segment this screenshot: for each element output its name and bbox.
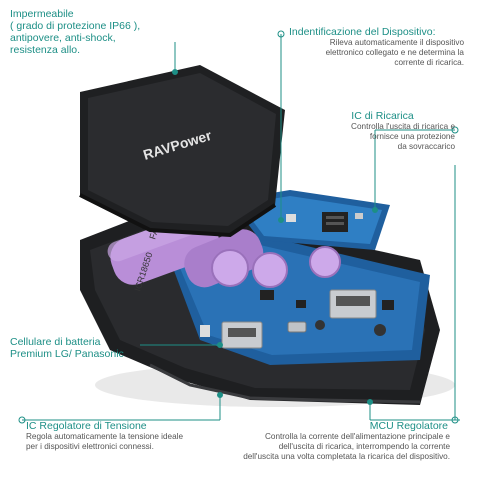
charge-ic-desc-3: da sovraccarico <box>397 142 455 151</box>
battery-annotation: Cellulare di batteria Premium LG/ Panaso… <box>10 336 124 360</box>
device-id-desc-1: Rileva automaticamente il dispositivo <box>329 38 464 47</box>
charge-ic-title: IC di Ricarica <box>351 110 414 122</box>
charge-ic-desc: Controlla l'uscita di ricarica e fornisc… <box>310 122 455 152</box>
waterproof-line1: Impermeabile <box>10 8 74 20</box>
voltage-ic-desc: Regola automaticamente la tensione ideal… <box>26 432 246 452</box>
mcu-annotation: MCU Regolatore Controlla la corrente del… <box>230 420 450 462</box>
voltage-ic-desc-2: per i dispositivi elettronici connessi. <box>26 442 154 451</box>
voltage-ic-title: IC Regolatore di Tensione <box>26 420 147 432</box>
mcu-title: MCU Regolatore <box>369 420 448 432</box>
waterproof-annotation: Impermeabile ( grado di protezione IP66 … <box>10 8 140 56</box>
device-id-title: Indentificazione del Dispositivo: <box>289 26 436 38</box>
charge-ic-desc-2: fornisce una protezione <box>369 132 455 141</box>
waterproof-line3: antipovere, anti-shock, <box>10 32 116 44</box>
voltage-ic-desc-1: Regola automaticamente la tensione ideal… <box>26 432 184 441</box>
waterproof-line4: resistenza allo. <box>10 44 81 56</box>
charge-ic-desc-1: Controlla l'uscita di ricarica e <box>351 122 455 131</box>
device-lid: RAVPower <box>79 65 285 238</box>
device-id-desc-2: elettronico collegato e ne determina la <box>325 48 464 57</box>
voltage-ic-annotation: IC Regolatore di Tensione Regola automat… <box>26 420 246 452</box>
mcu-desc-1: Controlla la corrente dell'alimentazione… <box>265 432 450 441</box>
device-id-annotation: Indentificazione del Dispositivo: Rileva… <box>289 26 469 68</box>
waterproof-line2: ( grado di protezione IP66 ), <box>10 20 141 32</box>
device-id-desc: Rileva automaticamente il dispositivo el… <box>289 38 469 68</box>
mcu-desc: Controlla la corrente dell'alimentazione… <box>230 432 450 462</box>
mcu-desc-3: dell'uscita una volta completata la rica… <box>243 452 450 461</box>
charge-ic-annotation: IC di Ricarica Controlla l'uscita di ric… <box>310 110 455 152</box>
battery-line2: Premium LG/ Panasonic <box>10 348 124 360</box>
annotation-lines <box>18 30 460 424</box>
mcu-desc-2: dell'uscita di ricarica, interrompendo l… <box>278 442 450 451</box>
battery-line1: Cellulare di batteria <box>10 336 101 348</box>
device-id-desc-3: corrente di ricarica. <box>394 58 464 67</box>
